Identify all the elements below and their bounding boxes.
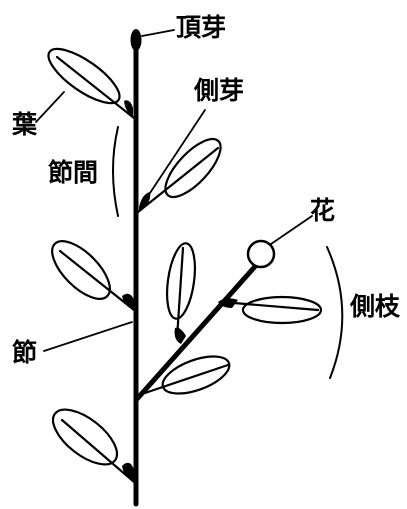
leader-node [43,321,133,352]
branch-leaf-3 [137,355,231,397]
leaf-3 [51,240,136,312]
branch-bud-1 [174,327,186,344]
lateral-branch-label: 側枝 [350,292,401,321]
leaf-2 [136,137,222,214]
leader-leaf [35,91,65,123]
leader-flower [270,215,313,245]
leaf-1 [47,47,136,120]
lateral-bud-1 [124,100,133,116]
branch-leaf-2 [220,295,323,325]
terminal-bud [130,29,142,51]
lateral-bud-label: 側芽 [194,76,245,105]
lateral-branch [134,259,262,402]
leaf-label: 葉 [12,110,38,139]
internode-bracket [112,126,119,217]
flower-label: 花 [310,196,336,225]
lateral-bud-3 [122,293,134,308]
leader-terminal-bud [141,29,175,37]
flower [246,239,276,269]
leader-lateral-bud [143,109,206,203]
node-label: 節 [12,338,38,367]
branch-leaf-1 [165,242,197,340]
terminal-bud-label: 頂芽 [176,13,227,42]
internode-label: 節間 [48,158,99,187]
branch-bud-2 [218,298,238,308]
leaf-4 [51,408,136,484]
lateral-branch-bracket [326,246,344,379]
lateral-bud-4 [122,462,134,480]
